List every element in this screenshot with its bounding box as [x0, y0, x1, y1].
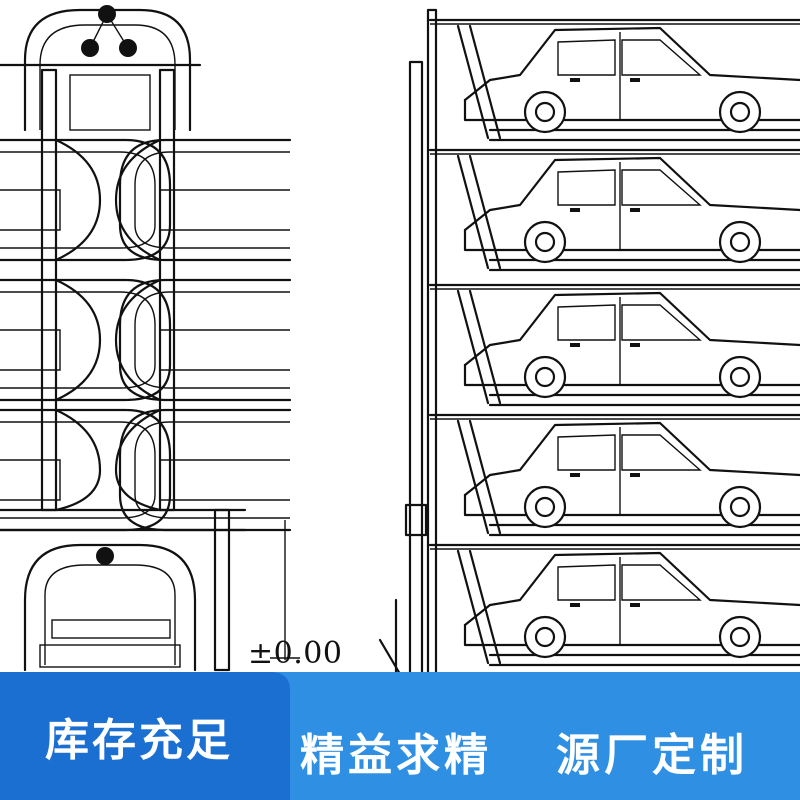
stock-badge: 库存充足 — [45, 715, 233, 766]
tower-head — [0, 5, 202, 132]
slogan-custom: 源厂定制 — [556, 730, 748, 781]
ground-platform — [0, 508, 300, 672]
slogan-precision: 精益求精 — [300, 730, 492, 781]
promo-banner — [0, 672, 800, 800]
level-marker: ±0.00 — [248, 636, 343, 671]
